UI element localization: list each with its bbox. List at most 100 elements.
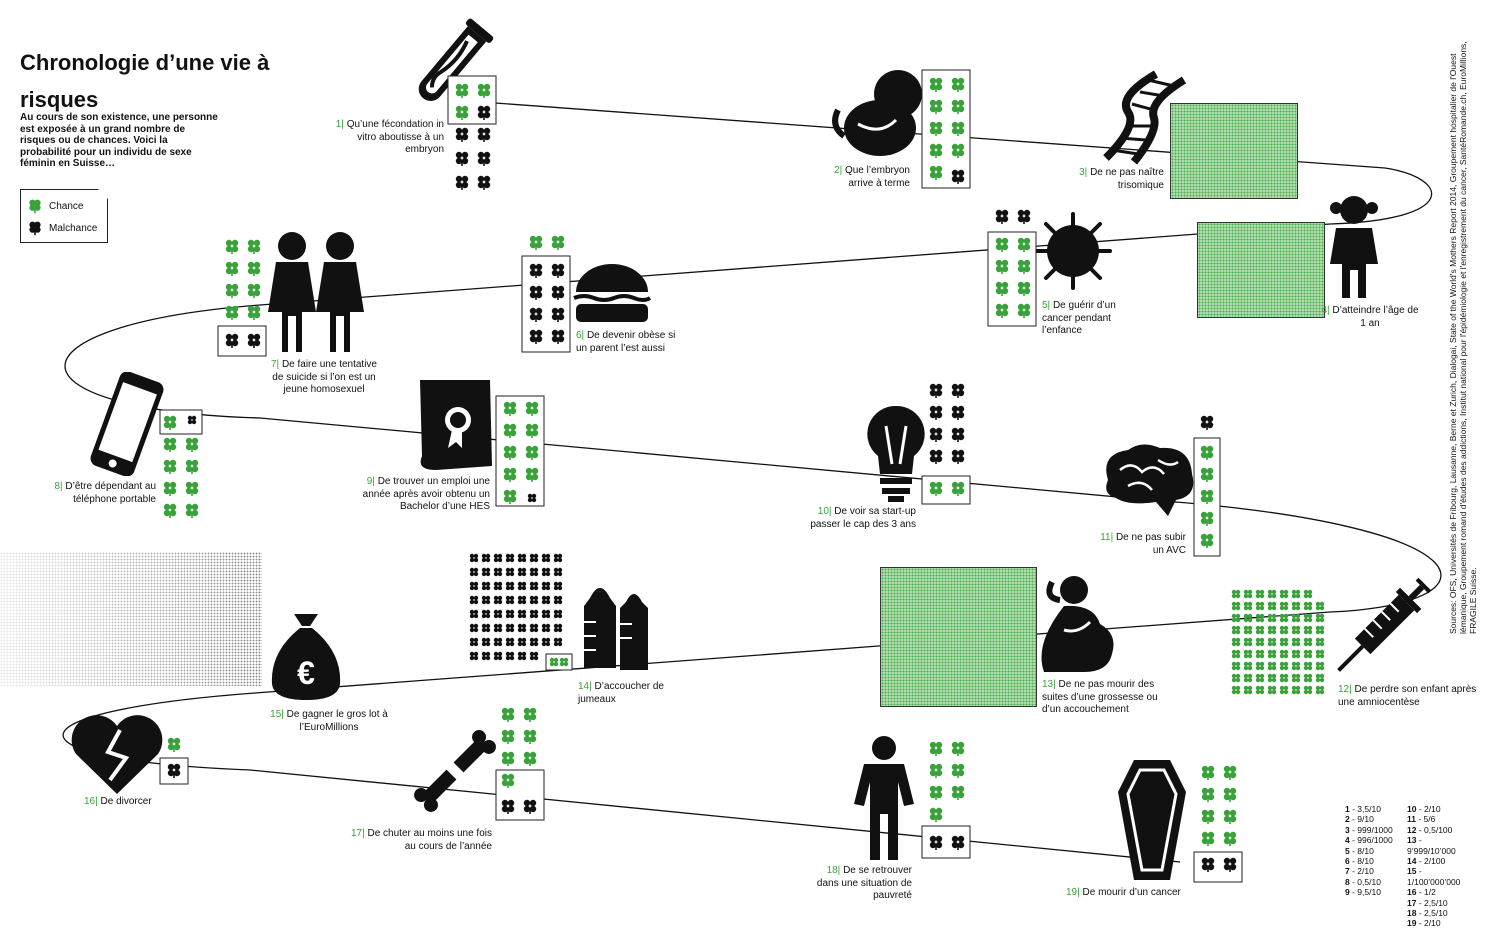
key-value: - 9,5/10 [1349,887,1381,898]
key-row: 15 - 1/100’000’000 [1407,866,1469,887]
clover-malchance-icon [29,221,41,236]
key-row: 2 - 9/10 [1345,814,1407,824]
event-7-caption: 7| De faire une tentative de suicide si … [270,359,377,395]
key-value: - 0,5/10 [1349,876,1381,887]
key-number: 1 [1345,804,1350,814]
key-value: - 0,5/100 [1416,824,1453,835]
key-row: 8 - 0,5/10 [1345,877,1407,887]
event-8-caption: 8| D’être dépendant au téléphone portabl… [54,481,156,505]
event-12-caption: 12| De perdre son enfant après une amnio… [1338,684,1477,708]
key-row: 4 - 996/1000 [1345,835,1407,845]
virus-icon [1034,212,1112,290]
key-number: 11 [1407,814,1416,825]
event-11-caption: 11| De ne pas subir un AVC [1100,532,1186,556]
key-value: - 2/10 [1416,804,1441,814]
event-9-caption: 9| De trouver un emploi une année après … [362,476,490,512]
key-row: 11 - 5/6 [1407,814,1469,824]
event-1-caption: 1| Qu’une fécondation in vitro aboutisse… [335,119,444,155]
couple-icon [268,232,364,352]
key-row: 1 - 3,5/10 [1345,804,1407,814]
key-value: - 1/2 [1416,887,1436,898]
key-row: 18 - 2,5/10 [1407,908,1469,918]
key-number: 15 [1407,866,1417,877]
test-tube-icon [418,18,494,101]
page-subtitle: Au cours de son existence, une personne … [20,112,218,169]
probability-grid-13 [880,567,1037,707]
key-value: - 996/1000 [1349,835,1393,846]
key-number: 3 [1345,824,1350,835]
key-value: - 2/10 [1416,918,1441,929]
event-4-caption: 4| D’atteindre l’âge de 1 an [1321,305,1419,329]
key-number: 5 [1345,845,1350,856]
key-value: - 9’999/10’000 [1407,835,1456,856]
event-5-caption: 5| De guérir d’un cancer pendant l’enfan… [1042,300,1116,336]
key-value: - 2/10 [1349,866,1374,877]
man-icon [854,736,914,860]
syringe-icon [1337,577,1432,672]
key-number: 14 [1407,856,1417,867]
svg-text:€: € [297,655,315,691]
key-row: 7 - 2/10 [1345,866,1407,876]
key-row: 5 - 8/10 [1345,846,1407,856]
dna-icon [1103,70,1187,165]
event-19-caption: 19| De mourir d’un cancer [1066,887,1181,898]
key-row: 12 - 0,5/100 [1407,825,1469,835]
broken-bone-icon [414,730,496,812]
key-number: 19 [1407,918,1417,929]
fetus-icon [832,70,922,156]
key-number: 9 [1345,887,1350,898]
money-bag-icon: € [271,614,341,700]
key-number: 7 [1345,866,1350,877]
broken-heart-icon [71,715,163,794]
key-number: 17 [1407,897,1417,908]
clover-chance-icon [29,199,41,214]
key-number: 16 [1407,887,1417,898]
event-17-caption: 17| De chuter au moins une fois au cours… [350,828,492,852]
key-value: - 2/100 [1416,856,1446,867]
legend: Chance Malchance [20,189,108,243]
sources-text: Sources: OFS, Universités de Fribourg, L… [1448,41,1478,634]
event-16-caption: 16| De divorcer [84,796,152,807]
burger-icon [573,264,652,322]
probability-grid-3 [1170,103,1298,199]
key-number: 6 [1345,856,1350,867]
key-value: - 1/100’000’000 [1407,866,1461,887]
key-number: 18 [1407,908,1417,919]
key-value: - 8/10 [1349,856,1374,867]
event-10-caption: 10| De voir sa start-up passer le cap de… [810,506,916,530]
legend-chance: Chance [27,198,83,214]
phone-icon [90,372,164,476]
event-14-caption: 14| D’accoucher de jumeaux [578,681,664,705]
key-row: 17 - 2,5/10 [1407,898,1469,908]
key-row: 16 - 1/2 [1407,887,1469,897]
legend-chance-label: Chance [49,200,84,212]
key-row: 19 - 2/10 [1407,918,1469,928]
event-6-caption: 6| De devenir obèse si un parent l’est a… [576,330,676,354]
key-value: - 3,5/10 [1349,804,1381,814]
key-row: 6 - 8/10 [1345,856,1407,866]
key-number: 10 [1407,804,1417,814]
key-value: - 2,5/10 [1416,908,1448,919]
key-value: - 5/6 [1416,814,1436,825]
key-number: 2 [1345,814,1350,825]
key-number: 12 [1407,824,1417,835]
probability-grid-4 [1197,222,1325,318]
coffin-icon [1118,760,1186,880]
key-row: 3 - 999/1000 [1345,825,1407,835]
page-title: Chronologie d’une vie à risques [20,50,270,112]
key-number: 8 [1345,876,1350,887]
key-row: 9 - 9,5/10 [1345,887,1407,897]
legend-malchance-label: Malchance [49,222,98,234]
event-18-caption: 18| De se retrouver dans une situation d… [816,865,912,901]
probability-grid-15 [0,552,262,686]
key-row: 10 - 2/10 [1407,804,1469,814]
diploma-icon [420,380,492,470]
key-value: - 999/1000 [1349,824,1393,835]
key-value: - 8/10 [1349,845,1374,856]
girl-icon [1330,196,1378,298]
key-number: 4 [1345,835,1350,846]
key-number: 13 [1407,835,1417,846]
lightbulb-icon [867,405,925,502]
event-2-caption: 2| Que l’embryon arrive à terme [834,165,910,189]
